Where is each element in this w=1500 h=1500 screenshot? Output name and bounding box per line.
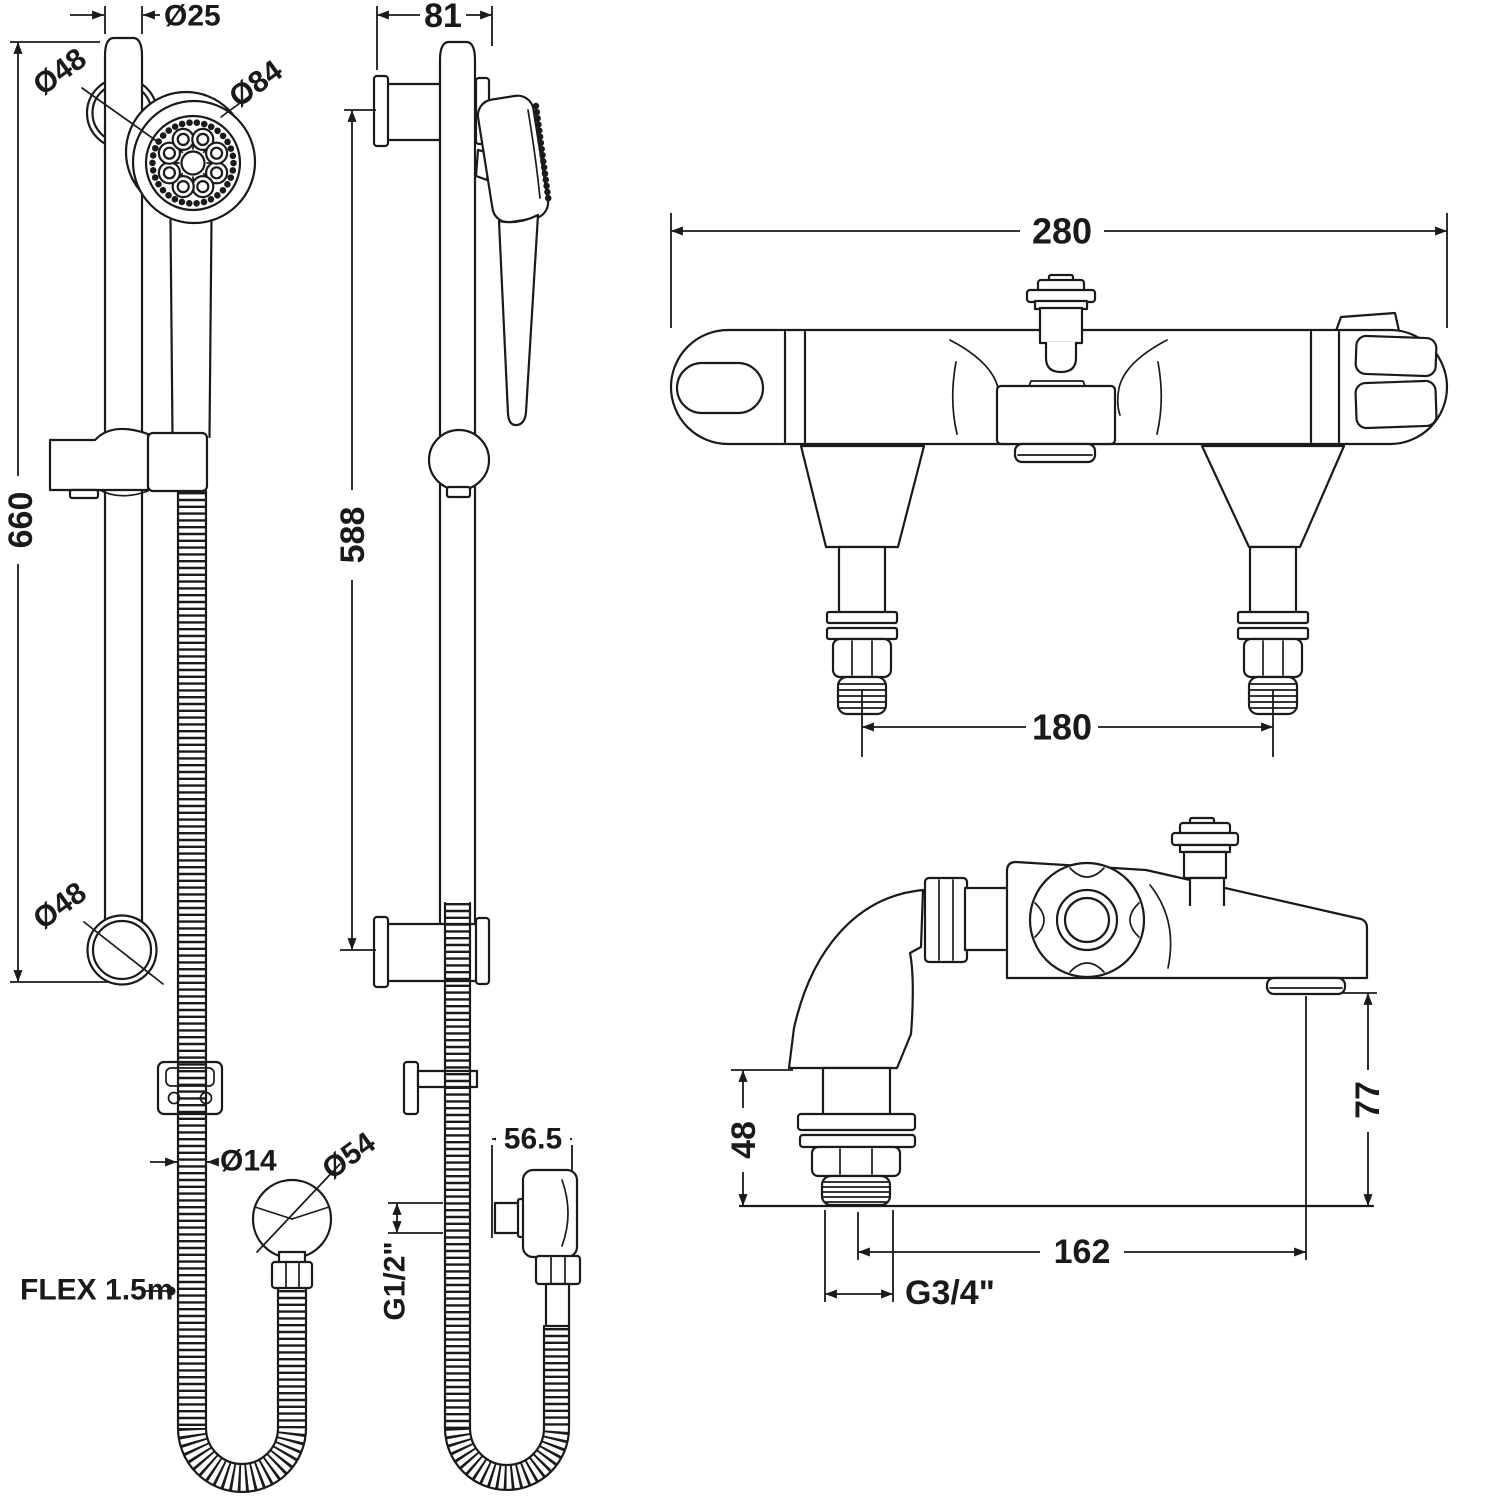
diverter-knob-front	[1025, 273, 1097, 374]
handset-handle	[169, 218, 213, 439]
dim-81: 81	[376, 0, 493, 70]
dim-660: 660	[2, 41, 110, 983]
dim-label-14: Ø14	[220, 1145, 277, 1178]
dim-label-81: 81	[424, 0, 462, 35]
flex-annotation: FLEX 1.5m	[20, 1274, 176, 1307]
hose-connector	[251, 1178, 333, 1290]
mixer-front-view: 280	[669, 210, 1449, 757]
left-handle-slot	[675, 361, 765, 415]
spout-outlet	[1265, 976, 1347, 996]
diverter-knob-side	[1170, 816, 1240, 906]
slide-rail-side-view: 81 588 56.5 G1/2"	[334, 0, 582, 1492]
dim-14: Ø14	[150, 1145, 277, 1178]
dim-g-half: G1/2"	[379, 1202, 443, 1321]
dim-588: 588	[334, 109, 376, 951]
dim-48: 48	[725, 1069, 793, 1206]
dim-g-three-quarters: G3/4"	[824, 1210, 995, 1312]
mixer-side-view: 48 77 162 G3/4"	[725, 816, 1387, 1312]
dim-77: 77	[1343, 992, 1387, 1206]
dim-162: 162	[857, 996, 1307, 1272]
hose-connector-nut	[923, 876, 969, 964]
mixer-leg-side	[787, 888, 925, 1070]
slide-rail-bar	[103, 36, 144, 977]
dim-label-162: 162	[1054, 1233, 1111, 1271]
temp-override-lever	[1334, 311, 1401, 333]
mixer-tail-left	[825, 545, 899, 716]
mixer-tail-side	[796, 1066, 917, 1207]
body-separator-lines	[783, 330, 1341, 444]
dim-label-280: 280	[1032, 211, 1092, 252]
handset-holder	[48, 428, 209, 500]
dim-84: Ø84	[220, 54, 289, 118]
shower-hose	[176, 489, 308, 1494]
shower-head	[124, 90, 257, 225]
dim-56-5: 56.5	[491, 1123, 573, 1238]
dim-label-48-bottom: Ø48	[27, 876, 92, 936]
mixer-tail-right	[1236, 545, 1310, 716]
flex-label: FLEX 1.5m	[20, 1274, 173, 1307]
right-handle-lobes	[1354, 334, 1438, 430]
dim-label-180: 180	[1032, 707, 1092, 748]
wall-outlet-elbow	[493, 1168, 582, 1328]
shower-hose-side	[443, 901, 571, 1492]
dim-label-25: Ø25	[164, 0, 221, 33]
head-center-ticks	[173, 143, 213, 183]
dim-label-660: 660	[2, 492, 40, 549]
handset-side	[474, 94, 553, 427]
dim-label-g-half: G1/2"	[379, 1241, 412, 1320]
slider-knob	[427, 428, 491, 499]
dim-25: Ø25	[70, 0, 221, 34]
dim-label-48: 48	[725, 1121, 763, 1159]
mixer-leg-right	[1200, 444, 1346, 549]
shower-nozzles	[157, 127, 229, 199]
dim-180: 180	[861, 690, 1274, 757]
dim-label-54: Ø54	[316, 1126, 382, 1186]
slide-rail-front-view: 660 Ø25 Ø48 Ø84 Ø48 Ø14	[2, 0, 382, 1494]
dim-label-84: Ø84	[223, 54, 289, 114]
dim-label-77: 77	[1349, 1081, 1387, 1119]
cross-handle-face	[1028, 861, 1146, 979]
bottom-wall-bracket	[372, 915, 491, 989]
dim-label-56-5: 56.5	[504, 1123, 562, 1156]
dim-label-g-three-quarters: G3/4"	[905, 1274, 995, 1312]
dim-280: 280	[670, 210, 1448, 328]
dim-label-48-top: Ø48	[27, 42, 92, 102]
spout-front	[995, 380, 1117, 464]
mixer-leg-left	[799, 444, 926, 549]
dim-label-588: 588	[334, 507, 372, 564]
